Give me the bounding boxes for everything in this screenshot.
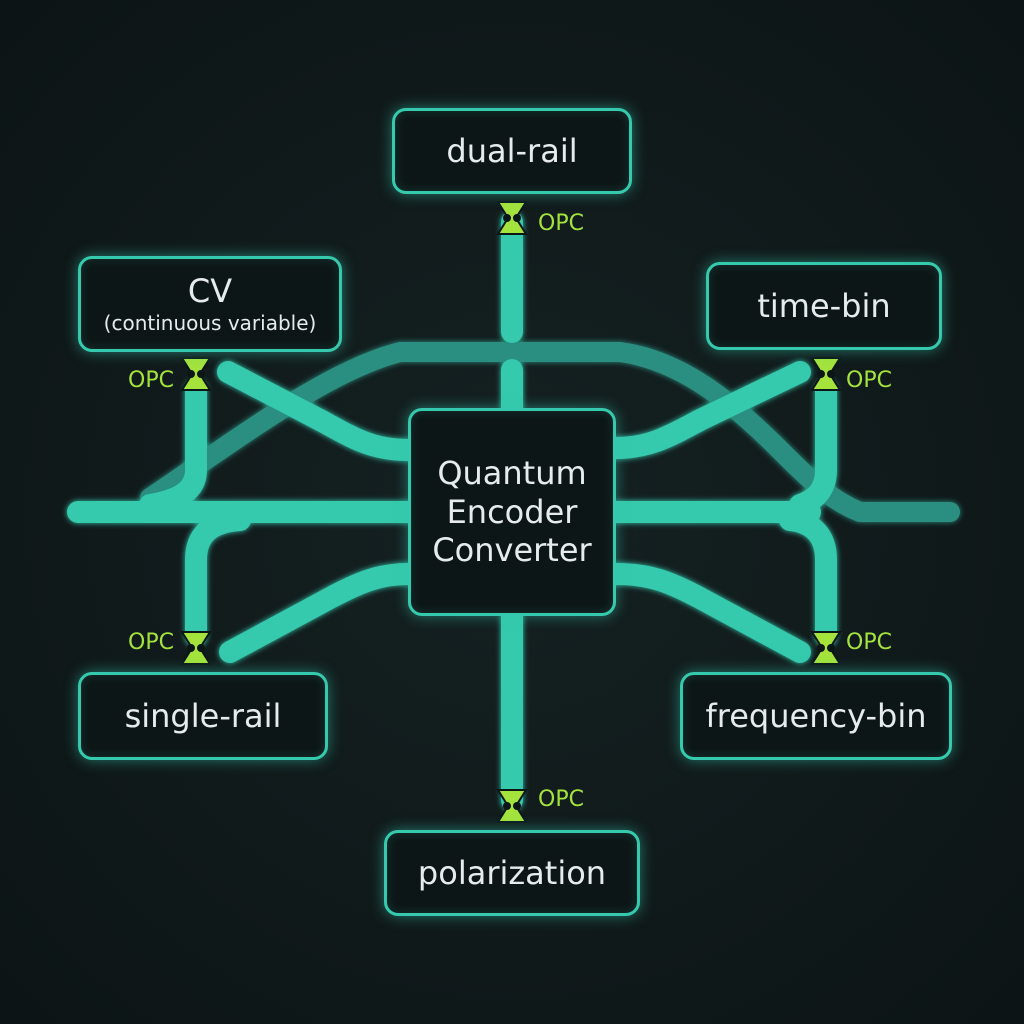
dual-rail-node: dual-rail [392, 108, 632, 194]
waveguide-time-bin-vertical [789, 379, 837, 516]
opc-coupler-frequency-bin [810, 631, 842, 665]
waveguide-single-rail-vertical [185, 509, 251, 647]
opc-label-dual-rail: OPC [538, 211, 584, 236]
opc-label-time-bin: OPC [846, 368, 892, 393]
opc-coupler-time-bin [810, 357, 842, 391]
waveguide-frequency-bin-diagonal [605, 563, 811, 663]
opc-label-cv: OPC [128, 368, 174, 393]
opc-coupler-dual-rail [496, 201, 528, 235]
waveguide-time-bin-diagonal [605, 361, 811, 459]
time-bin-label: time-bin [757, 286, 891, 325]
single-rail-node: single-rail [78, 672, 328, 760]
frequency-bin-node: frequency-bin [680, 672, 952, 760]
waveguide-frequency-bin-vertical [779, 509, 837, 647]
polarization-node: polarization [384, 830, 640, 916]
dual-rail-label: dual-rail [446, 131, 578, 170]
waveguide-single-rail-diagonal [219, 563, 419, 663]
opc-coupler-polarization [496, 789, 528, 823]
opc-label-single-rail: OPC [128, 630, 174, 655]
waveguide-cv-vertical [139, 379, 207, 516]
opc-label-frequency-bin: OPC [846, 630, 892, 655]
single-rail-label: single-rail [124, 696, 282, 735]
cv-sublabel: (continuous variable) [103, 311, 317, 336]
cv-label: CV [187, 271, 233, 310]
waveguide-cv-diagonal [217, 361, 419, 461]
opc-coupler-cv [180, 357, 212, 391]
polarization-label: polarization [417, 853, 607, 892]
opc-coupler-single-rail [180, 631, 212, 665]
cv-node: CV (continuous variable) [78, 256, 342, 352]
center-node-label: Quantum Encoder Converter [432, 454, 592, 570]
frequency-bin-label: frequency-bin [705, 696, 927, 735]
opc-label-polarization: OPC [538, 787, 584, 812]
time-bin-node: time-bin [706, 262, 942, 350]
quantum-encoder-converter-node: Quantum Encoder Converter [408, 408, 616, 616]
